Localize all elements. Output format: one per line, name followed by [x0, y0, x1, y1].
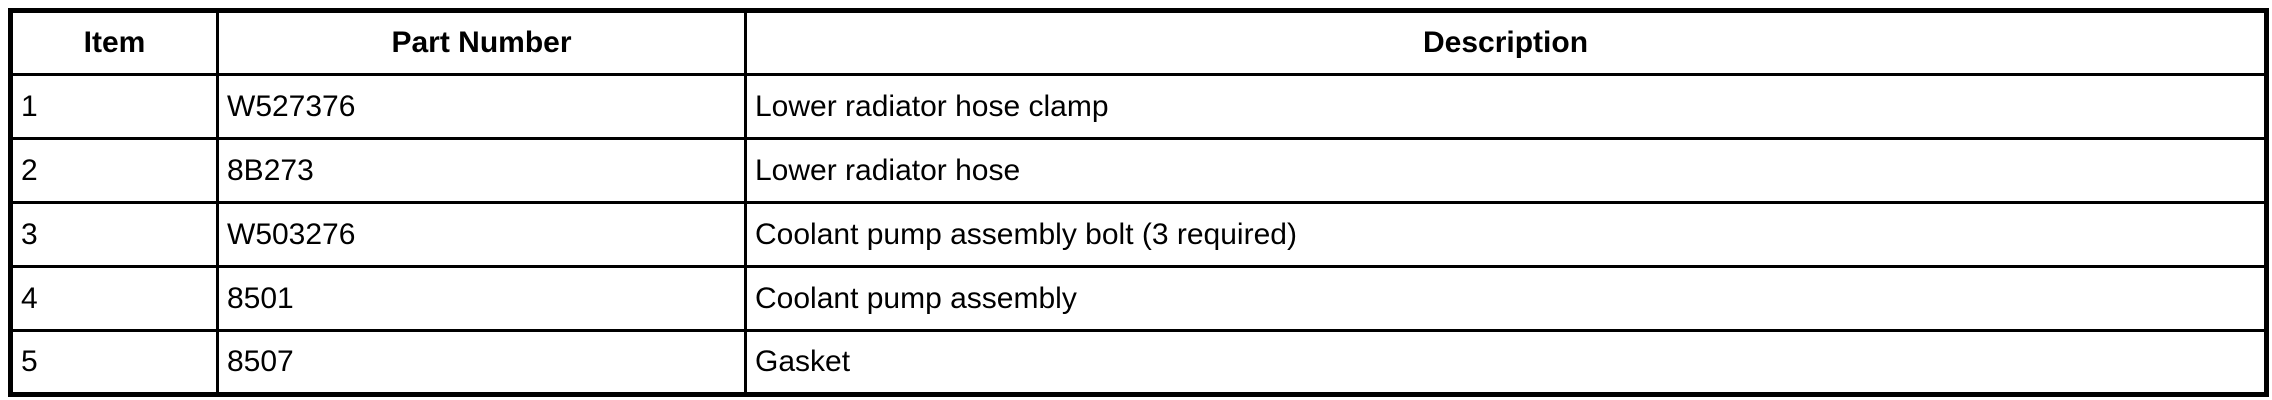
- cell-description: Coolant pump assembly: [744, 265, 2268, 332]
- cell-item: 5: [9, 329, 219, 396]
- table-header-row: Item Part Number Description: [9, 9, 2268, 76]
- cell-item: 3: [9, 201, 219, 268]
- cell-part-number: W527376: [216, 73, 747, 140]
- table-row: 1 W527376 Lower radiator hose clamp: [9, 73, 2268, 140]
- cell-part-number: 8501: [216, 265, 747, 332]
- table-row: 5 8507 Gasket: [9, 329, 2268, 396]
- cell-item: 2: [9, 137, 219, 204]
- table-row: 2 8B273 Lower radiator hose: [9, 137, 2268, 204]
- cell-description: Lower radiator hose: [744, 137, 2268, 204]
- cell-part-number: 8507: [216, 329, 747, 396]
- column-header-part-number: Part Number: [216, 9, 747, 76]
- cell-part-number: 8B273: [216, 137, 747, 204]
- cell-item: 1: [9, 73, 219, 140]
- cell-item: 4: [9, 265, 219, 332]
- table-row: 3 W503276 Coolant pump assembly bolt (3 …: [9, 201, 2268, 268]
- table-row: 4 8501 Coolant pump assembly: [9, 265, 2268, 332]
- cell-description: Gasket: [744, 329, 2268, 396]
- parts-table: Item Part Number Description 1 W527376 L…: [8, 8, 2269, 397]
- cell-description: Coolant pump assembly bolt (3 required): [744, 201, 2268, 268]
- column-header-description: Description: [744, 9, 2268, 76]
- column-header-item: Item: [9, 9, 219, 76]
- cell-description: Lower radiator hose clamp: [744, 73, 2268, 140]
- cell-part-number: W503276: [216, 201, 747, 268]
